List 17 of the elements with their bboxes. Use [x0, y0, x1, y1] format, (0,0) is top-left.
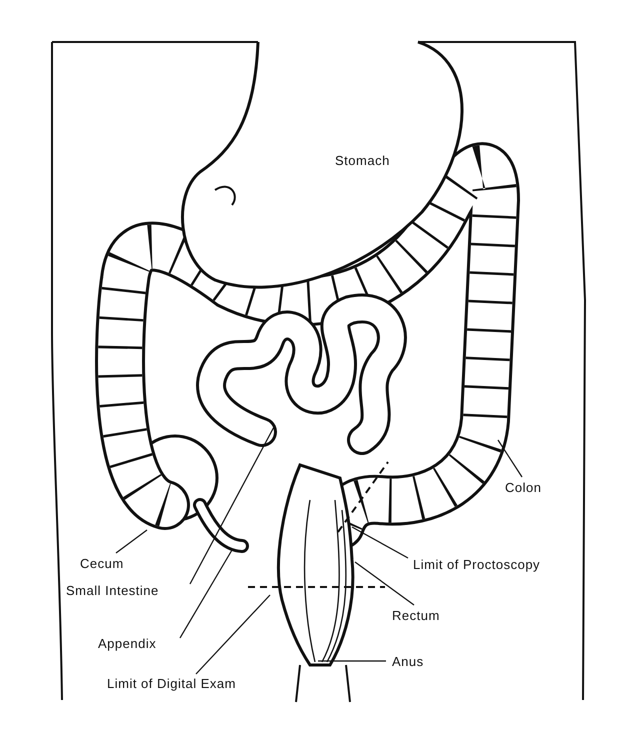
part-label: Small Intestine: [66, 583, 159, 598]
leader-line: [196, 594, 270, 674]
leader-line: [352, 526, 408, 559]
leader-line: [498, 440, 522, 478]
leader-line: [116, 530, 148, 554]
leader-line: [189, 424, 276, 584]
part-label: Cecum: [80, 556, 124, 571]
organ-label: Stomach: [335, 153, 390, 168]
leader-line: [179, 550, 233, 638]
part-label: Limit of Digital Exam: [107, 676, 236, 691]
part-label: Appendix: [98, 636, 156, 651]
part-label: Rectum: [392, 608, 440, 623]
leader-line: [318, 660, 386, 662]
part-label: Limit of Proctoscopy: [413, 557, 540, 572]
part-label: Anus: [392, 654, 424, 669]
leader-line: [354, 562, 414, 606]
part-label: Colon: [505, 480, 542, 495]
